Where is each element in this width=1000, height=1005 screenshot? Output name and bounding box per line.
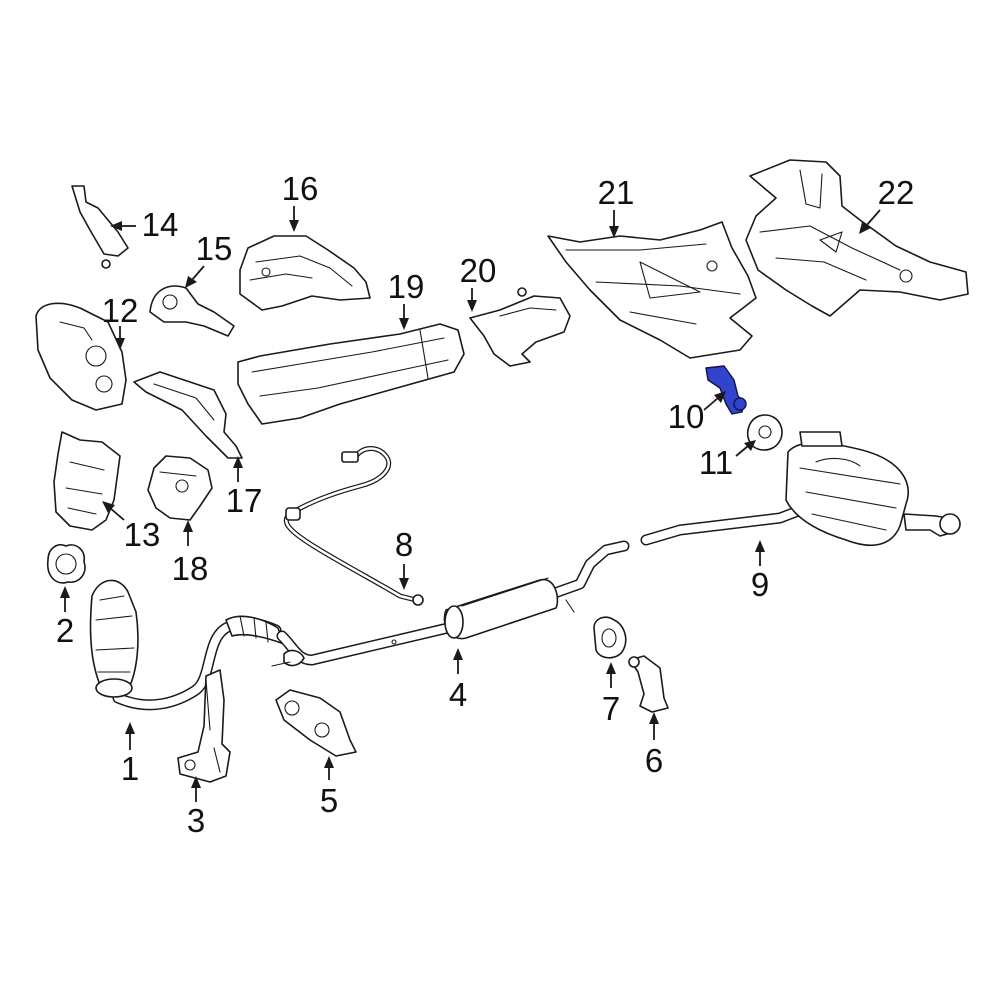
callout-label: 11 xyxy=(699,444,733,481)
part-18-heat-shield[interactable] xyxy=(147,455,213,521)
callout-10: 10 xyxy=(668,391,726,435)
callout-label: 18 xyxy=(172,550,209,587)
callout-label: 4 xyxy=(449,676,467,713)
callout-label: 6 xyxy=(645,742,663,779)
callout-label: 7 xyxy=(602,690,620,727)
part-19-heat-shield[interactable] xyxy=(237,323,465,425)
callout-label: 21 xyxy=(598,174,635,211)
callout-13: 13 xyxy=(102,501,160,553)
callout-label: 15 xyxy=(196,230,233,267)
callout-label: 20 xyxy=(460,252,497,289)
callout-15: 15 xyxy=(185,230,232,288)
callout-7: 7 xyxy=(602,662,620,727)
part-17-heat-shield[interactable] xyxy=(133,371,243,459)
callout-label: 17 xyxy=(226,482,263,519)
part-2-gasket[interactable] xyxy=(46,544,86,584)
callout-3: 3 xyxy=(187,776,205,839)
part-15-heat-shield[interactable] xyxy=(149,285,235,337)
part-21-heat-shield[interactable] xyxy=(547,221,757,359)
callout-4: 4 xyxy=(449,648,467,713)
callout-label: 13 xyxy=(124,516,161,553)
part-16-heat-shield[interactable] xyxy=(239,235,371,311)
callout-2: 2 xyxy=(56,586,74,649)
part-11-gasket[interactable] xyxy=(746,414,783,451)
callout-16: 16 xyxy=(282,170,319,232)
callout-19: 19 xyxy=(388,268,425,330)
part-6-hanger-bracket[interactable] xyxy=(628,655,669,713)
callout-label: 16 xyxy=(282,170,319,207)
callout-11: 11 xyxy=(699,440,756,481)
part-7-gasket[interactable] xyxy=(593,616,627,659)
callout-21: 21 xyxy=(598,174,635,238)
part-1-front-pipe[interactable] xyxy=(89,579,285,711)
callout-label: 2 xyxy=(56,612,74,649)
part-22-heat-shield[interactable] xyxy=(745,159,969,317)
part-5-heat-shield[interactable] xyxy=(275,689,357,757)
part-4-center-pipe[interactable] xyxy=(271,540,630,667)
callout-label: 12 xyxy=(102,292,139,329)
callout-1: 1 xyxy=(121,722,139,787)
callout-14: 14 xyxy=(110,206,178,243)
callout-label: 10 xyxy=(668,398,705,435)
part-20-heat-shield[interactable] xyxy=(469,287,571,367)
callout-22: 22 xyxy=(859,174,914,234)
callout-18: 18 xyxy=(172,520,209,587)
part-12-heat-shield[interactable] xyxy=(35,302,127,411)
part-3-bracket[interactable] xyxy=(177,669,231,783)
callout-label: 9 xyxy=(751,566,769,603)
part-8-oxygen-sensor[interactable] xyxy=(283,446,424,606)
callout-label: 3 xyxy=(187,802,205,839)
part-10-hanger-highlighted[interactable] xyxy=(705,365,747,415)
callout-label: 1 xyxy=(121,750,139,787)
part-14-bracket[interactable] xyxy=(71,185,129,269)
callout-17: 17 xyxy=(226,456,263,519)
callout-label: 22 xyxy=(878,174,915,211)
callout-6: 6 xyxy=(645,712,663,779)
callout-8: 8 xyxy=(395,526,413,590)
callout-label: 19 xyxy=(388,268,425,305)
part-13-heat-shield[interactable] xyxy=(53,431,121,531)
callout-5: 5 xyxy=(320,756,338,819)
callout-label: 14 xyxy=(142,206,179,243)
callout-20: 20 xyxy=(460,252,497,312)
part-9-rear-muffler-pipe[interactable] xyxy=(640,431,961,547)
callout-label: 5 xyxy=(320,782,338,819)
callout-12: 12 xyxy=(102,292,139,350)
callout-9: 9 xyxy=(751,540,769,603)
callout-label: 8 xyxy=(395,526,413,563)
